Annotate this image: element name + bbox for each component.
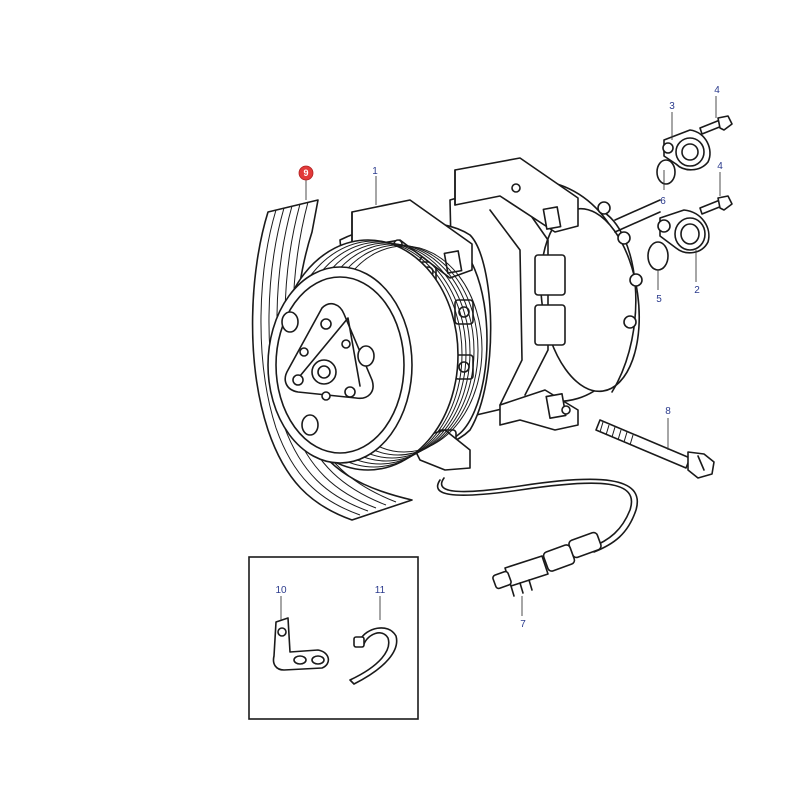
- callouts: 1 2 3 4 4 5 6 7 8 9 10 11: [275, 85, 723, 630]
- cable-clip-part[interactable]: [349, 627, 398, 685]
- upper-o-ring[interactable]: [656, 159, 676, 185]
- callout-3[interactable]: 3: [669, 101, 675, 112]
- callout-5[interactable]: 5: [656, 294, 662, 305]
- callout-10[interactable]: 10: [275, 585, 287, 596]
- callout-6[interactable]: 6: [660, 196, 666, 207]
- callout-11[interactable]: 11: [375, 585, 386, 596]
- callout-4-upper[interactable]: 4: [714, 85, 720, 96]
- lower-fitting[interactable]: [657, 209, 710, 254]
- clutch-hub[interactable]: [281, 302, 375, 436]
- mounting-bolt[interactable]: [595, 419, 715, 479]
- upper-bolt[interactable]: [699, 115, 733, 135]
- callout-9-highlight: [298, 165, 314, 181]
- leader-lines: [280, 96, 721, 620]
- callout-9[interactable]: 9: [303, 168, 308, 178]
- compressor-body[interactable]: [449, 157, 661, 431]
- callout-1[interactable]: 1: [372, 166, 378, 177]
- callout-4-lower[interactable]: 4: [717, 161, 723, 172]
- callout-2[interactable]: 2: [694, 285, 700, 296]
- lower-o-ring[interactable]: [647, 241, 669, 271]
- upper-fitting[interactable]: [662, 129, 711, 171]
- lower-bolt[interactable]: [699, 195, 733, 215]
- callout-7[interactable]: 7: [520, 619, 526, 630]
- bracket-part[interactable]: [272, 617, 330, 671]
- sensor-cable[interactable]: [436, 477, 639, 597]
- callout-8[interactable]: 8: [665, 406, 671, 417]
